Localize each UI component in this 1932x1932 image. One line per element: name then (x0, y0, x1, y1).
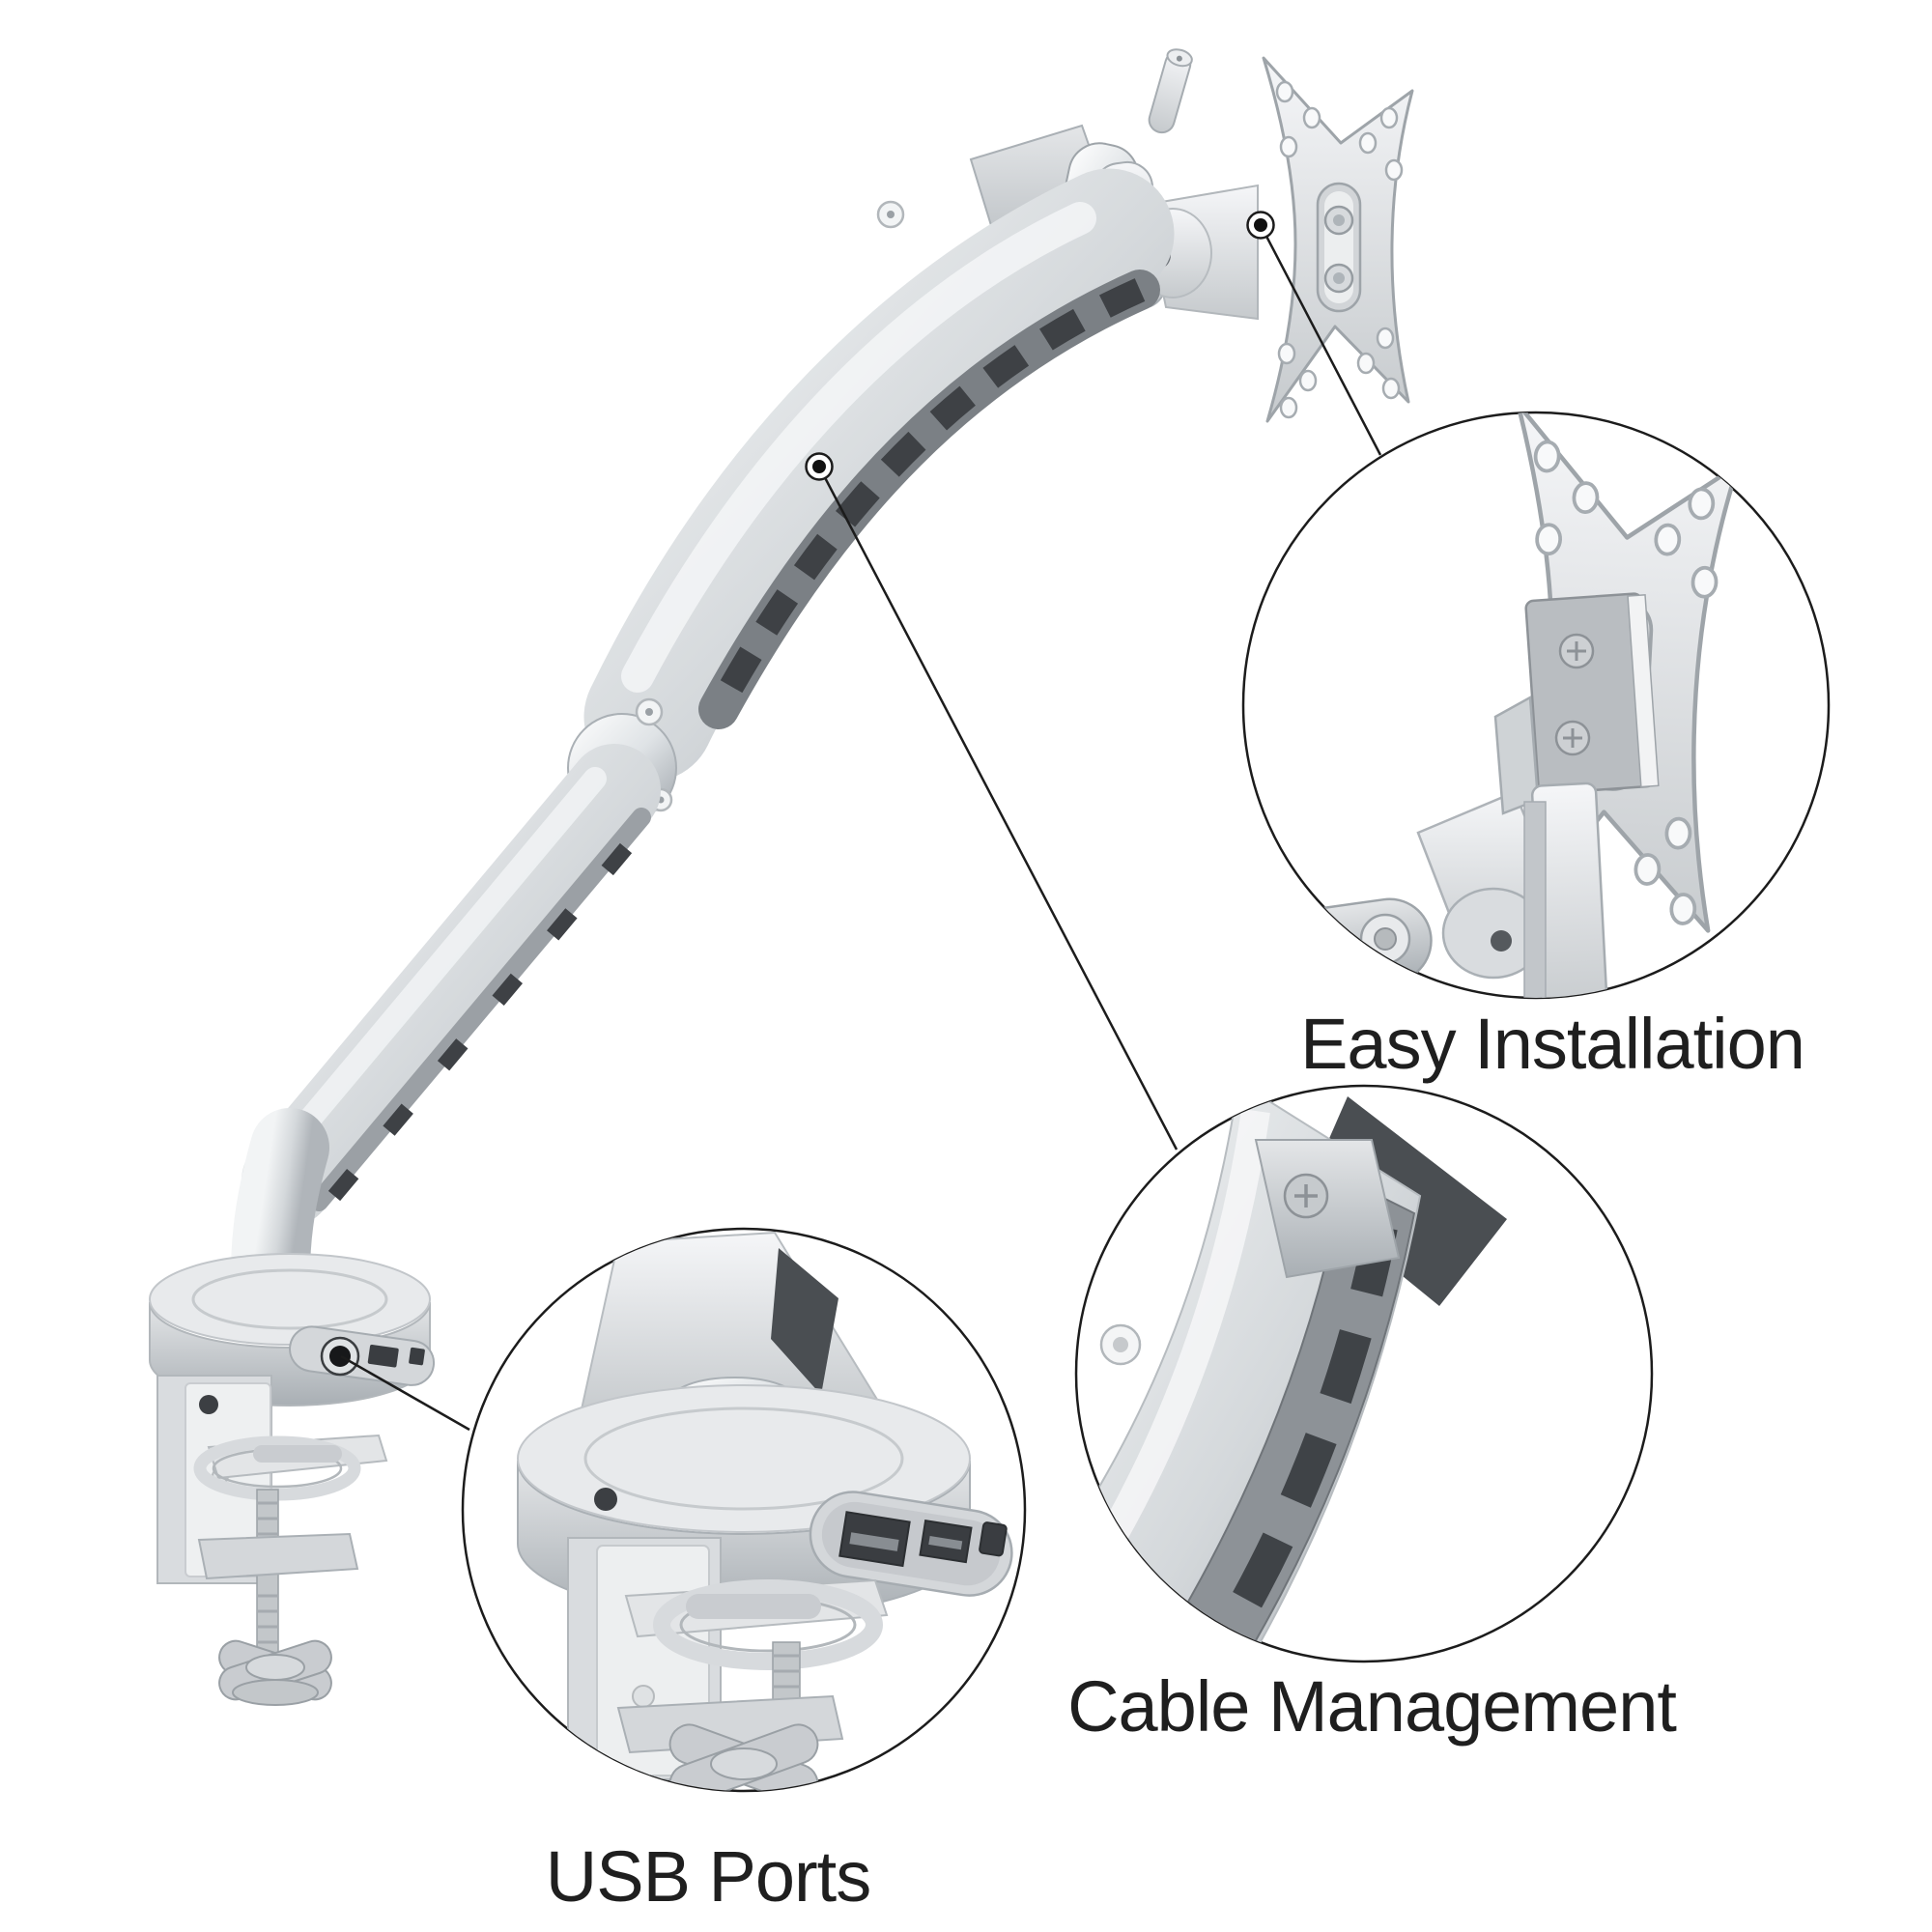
callout-circle-easy-installation (1241, 404, 1831, 1000)
callout-leader-lines (340, 224, 1382, 1432)
usb-a-port (367, 1345, 399, 1368)
callout-circle-cable-management (1074, 1084, 1654, 1663)
lower-arm (231, 744, 661, 1315)
thumb-screw-knob (218, 1639, 332, 1706)
clamp-pad (193, 1434, 388, 1501)
callout-dots (805, 211, 1275, 481)
callout-circle-usb-ports (461, 1227, 1027, 1793)
leader-line-easy-installation (1259, 224, 1382, 456)
vesa-plate (1262, 56, 1414, 423)
detail-vesa-adapter (1490, 404, 1741, 959)
detail-usb-port-recess (809, 1491, 1013, 1597)
clamp-screw (197, 1489, 359, 1706)
callout-label-easy-installation: Easy Installation (1300, 1004, 1804, 1084)
upper-arm (583, 168, 1175, 782)
detail-clamp (567, 1537, 889, 1791)
detail-usb-c-port (979, 1521, 1008, 1557)
usb-hub-ports (289, 1325, 436, 1386)
leader-line-usb-ports (340, 1354, 470, 1432)
callout-label-cable-management: Cable Management (1067, 1666, 1677, 1747)
cable-channel (698, 270, 1160, 729)
detail-cable-channel (1078, 1086, 1507, 1662)
usb-c-port (409, 1347, 425, 1366)
detail-usb-base (517, 1231, 1013, 1791)
audio-jack (320, 1336, 360, 1377)
callout-dot-easy-installation (1246, 211, 1275, 240)
callout-label-usb-ports: USB Ports (546, 1836, 870, 1917)
hinge-pin (1148, 48, 1193, 134)
desk-clamp (156, 1375, 388, 1706)
leader-line-cable-management (817, 466, 1179, 1151)
callout-dot-cable-management (805, 452, 834, 481)
monitor-arm-illustration (149, 48, 1414, 1706)
